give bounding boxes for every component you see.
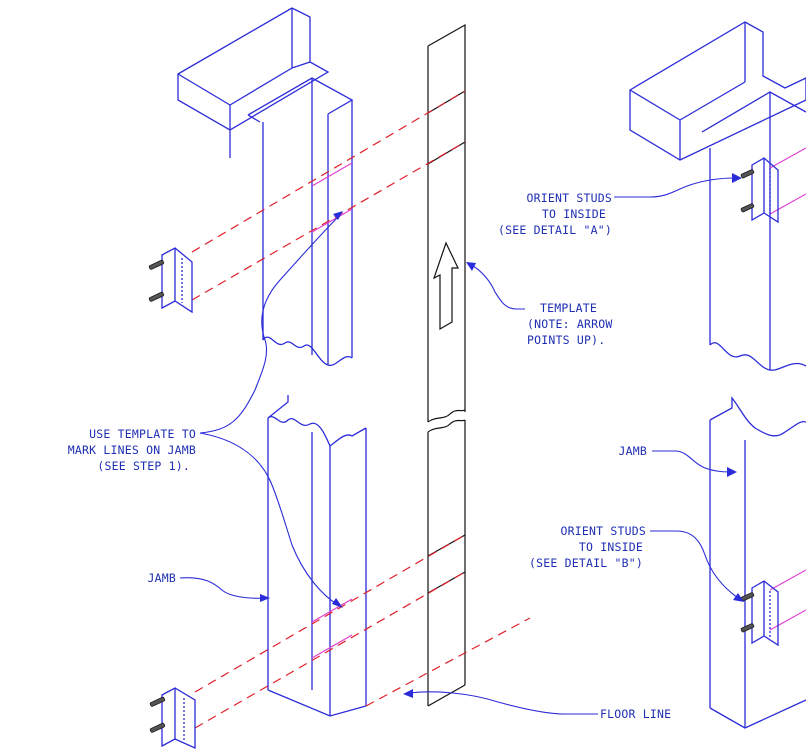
label-use-template: USE TEMPLATE TO MARK LINES ON JAMB (SEE … xyxy=(68,427,196,473)
label-line: USE TEMPLATE TO xyxy=(89,427,196,441)
label-line: (NOTE: ARROW xyxy=(527,317,612,331)
right-jamb-upper xyxy=(709,92,806,371)
label-line: TO INSIDE xyxy=(579,540,643,554)
template-strip xyxy=(427,23,466,707)
label-orient-studs-bottom: ORIENT STUDS TO INSIDE (SEE DETAIL "B") xyxy=(529,524,646,570)
right-header xyxy=(629,21,806,161)
up-arrow-icon xyxy=(432,241,459,331)
label-line: POINTS UP). xyxy=(527,333,605,347)
left-header xyxy=(177,7,354,158)
left-jamb-lower xyxy=(267,395,367,717)
label-line: (SEE STEP 1). xyxy=(97,459,190,473)
angle-bracket-with-studs-icon xyxy=(740,580,779,647)
label-line: TO INSIDE xyxy=(542,207,606,221)
label-line: ORIENT STUDS xyxy=(561,524,646,538)
label-floor-line: FLOOR LINE xyxy=(600,707,671,721)
angle-bracket-with-studs-icon xyxy=(149,687,196,749)
angle-bracket-with-studs-icon xyxy=(740,157,779,224)
angle-bracket-with-studs-icon xyxy=(148,247,193,314)
left-alignment-lines xyxy=(191,90,531,729)
label-orient-studs-top: ORIENT STUDS TO INSIDE (SEE DETAIL "A") xyxy=(498,191,612,237)
left-jamb-upper xyxy=(262,78,353,366)
label-jamb-right: JAMB xyxy=(619,444,648,458)
label-line: MARK LINES ON JAMB xyxy=(68,443,196,457)
label-line: (SEE DETAIL "B") xyxy=(529,556,643,570)
label-template: TEMPLATE (NOTE: ARROW POINTS UP). xyxy=(527,301,612,347)
label-line: TEMPLATE xyxy=(540,301,597,315)
label-line: ORIENT STUDS xyxy=(527,191,612,205)
leader-lines xyxy=(179,173,744,715)
label-jamb-left: JAMB xyxy=(148,571,177,585)
right-jamb-lower xyxy=(709,396,806,729)
label-line: (SEE DETAIL "A") xyxy=(498,223,612,237)
